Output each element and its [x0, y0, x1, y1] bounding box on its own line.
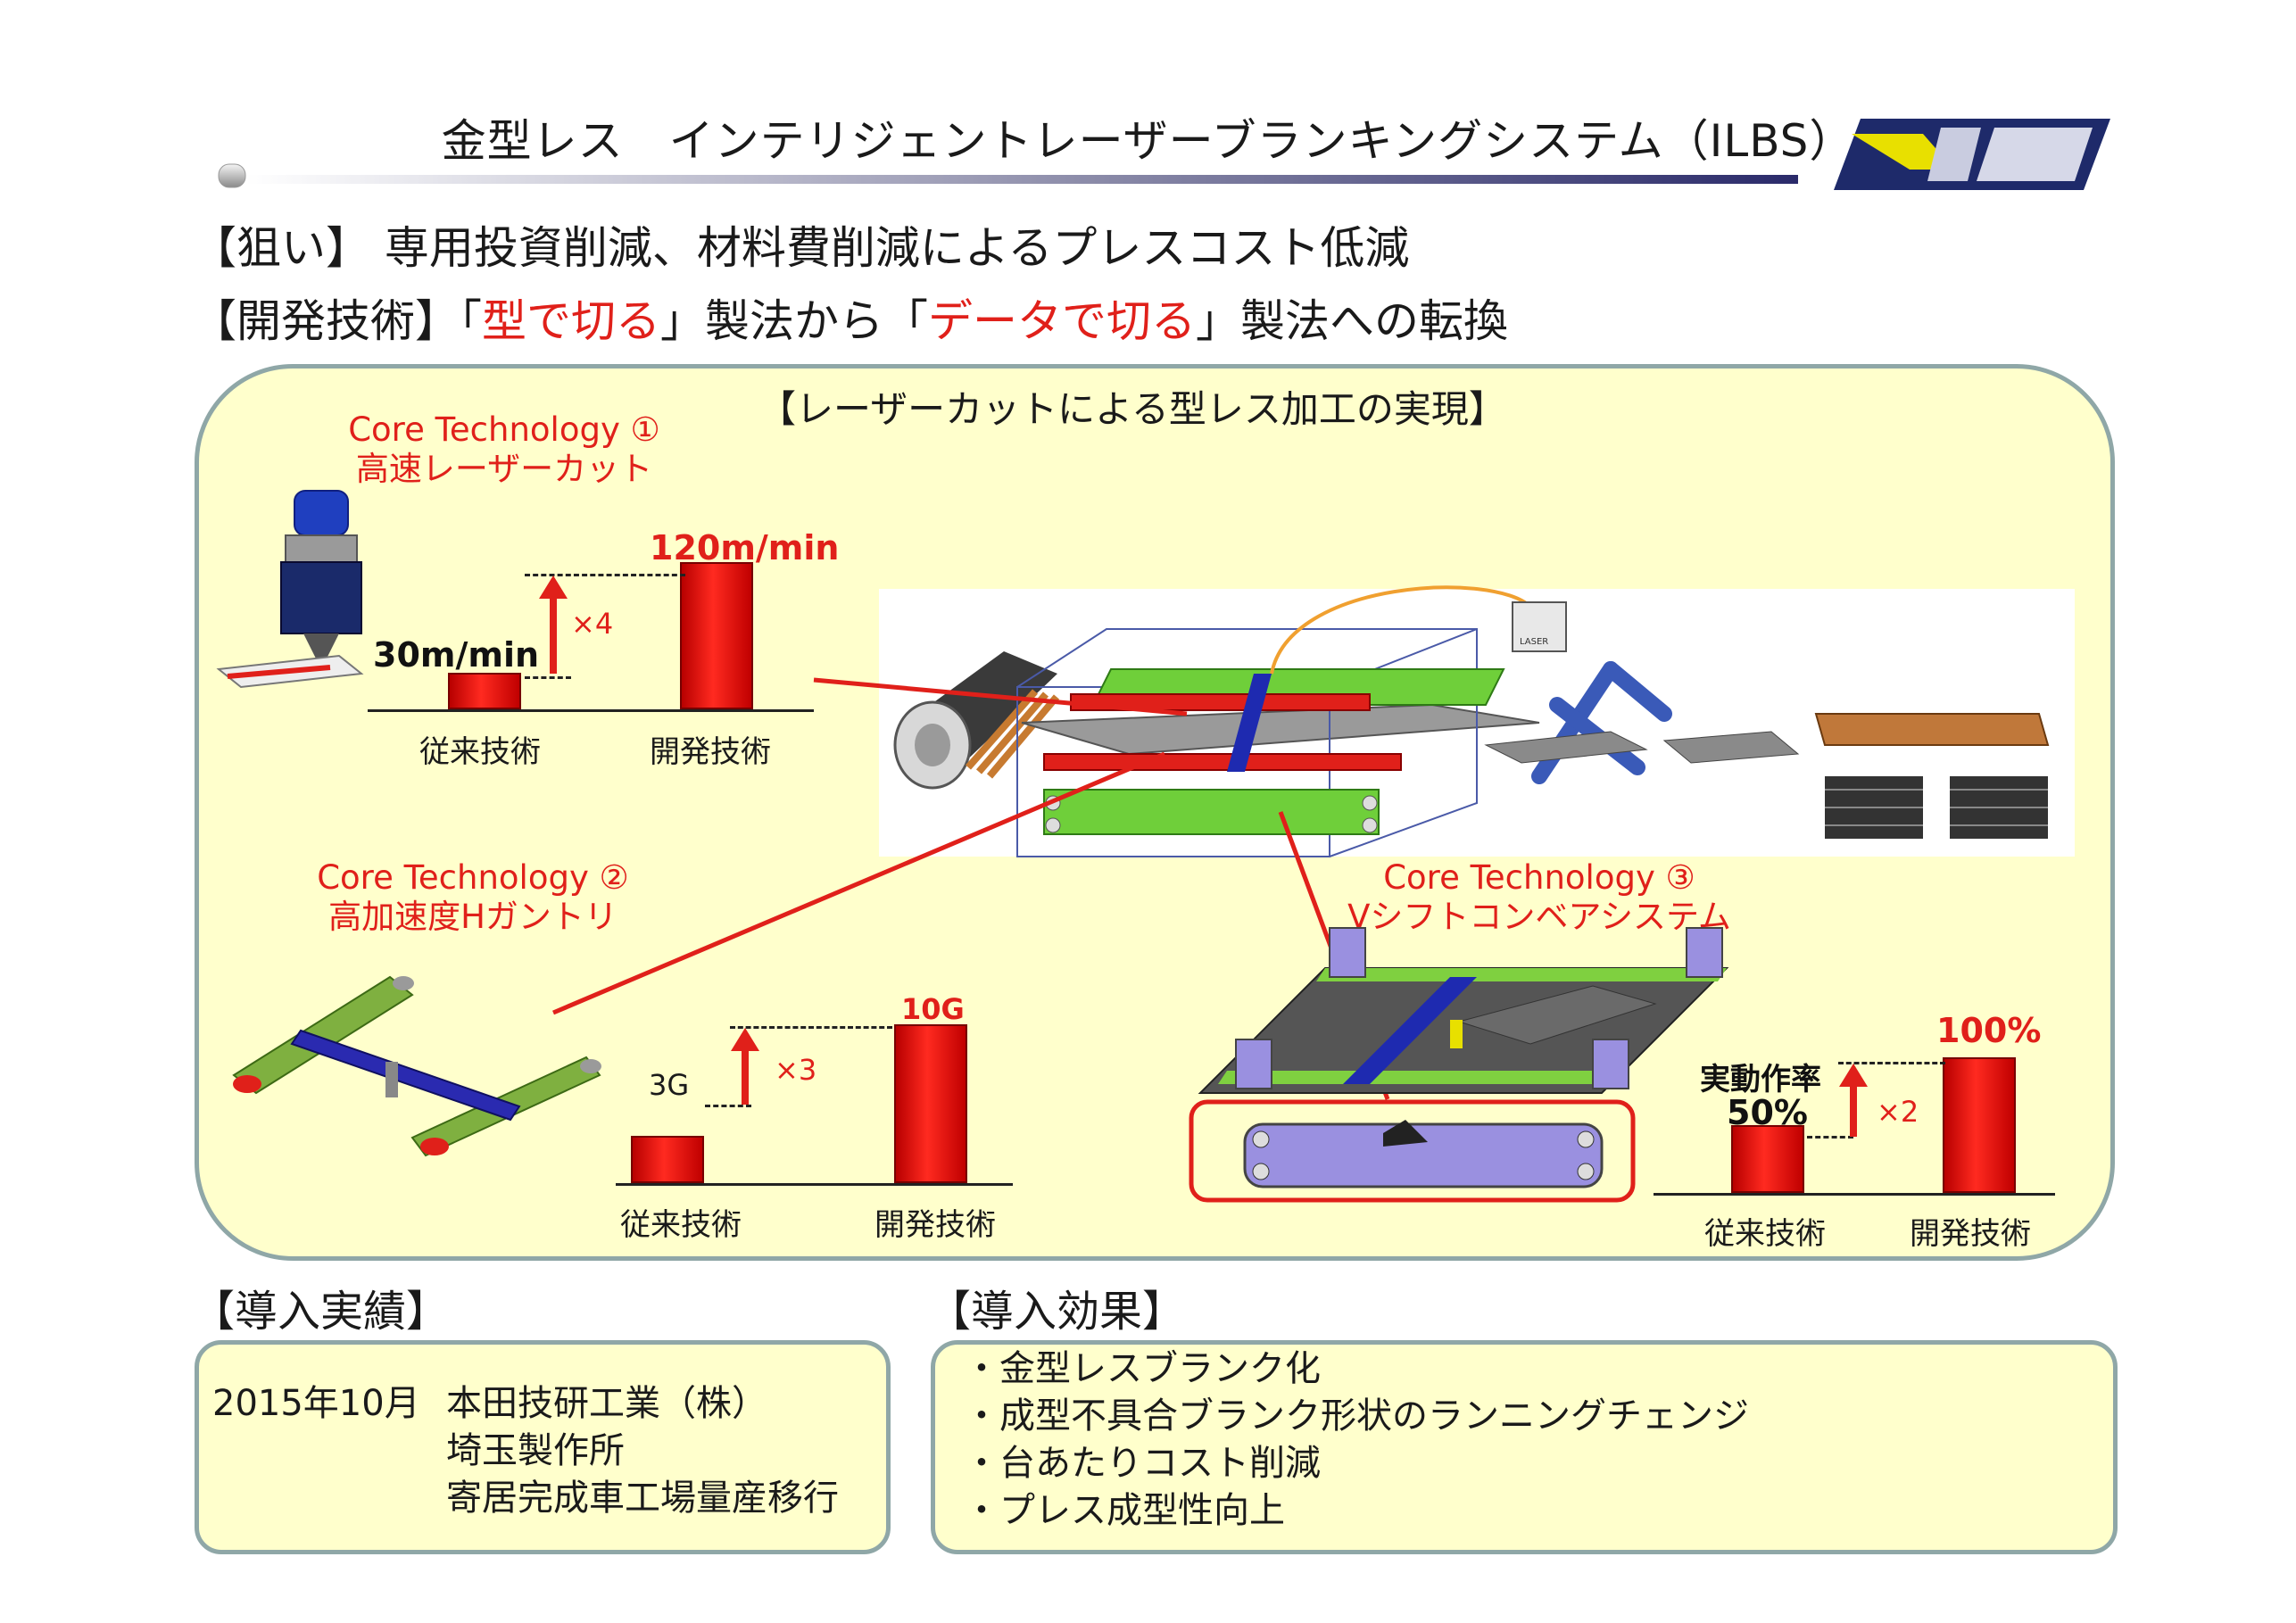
chart3-category-conventional: 従来技術: [1704, 1216, 1826, 1252]
chart3-label-developed: 100%: [1936, 1011, 2042, 1050]
chart3-up-arrow: [1839, 1064, 1868, 1137]
dev-tech-prefix: 【開発技術】「: [192, 295, 482, 347]
effects-list: ・金型レスブランク化 ・成型不具合ブランク形状のランニングチェンジ ・台あたりコ…: [964, 1346, 1749, 1535]
results-line-3: 寄居完成車工場量産移行: [446, 1478, 839, 1519]
chart1-label-developed: 120m/min: [650, 528, 840, 567]
chart1-bar-developed: [680, 562, 753, 709]
results-line-2: 埼玉製作所: [446, 1430, 625, 1471]
chart2-baseline: [616, 1183, 1013, 1186]
chart2-label-developed: 10G: [901, 992, 965, 1026]
chart3-dashed-bottom: [1807, 1136, 1853, 1139]
chart1-ratio: ×4: [571, 607, 614, 641]
dev-tech-old-method: 型で切る: [482, 295, 660, 347]
chart2-up-arrow: [731, 1028, 759, 1105]
aim-statement: 【狙い】 専用投資削減、材料費削減によるプレスコスト低減: [192, 222, 1410, 274]
chart3-ratio: ×2: [1877, 1095, 1919, 1129]
effects-heading: 【導入効果】: [928, 1287, 1186, 1337]
header-rule: [218, 163, 1798, 188]
chart3-bar-conventional: [1731, 1125, 1804, 1193]
chart2-label-conventional: 3G: [649, 1068, 690, 1102]
chart3-label-conventional: 50%: [1727, 1093, 1808, 1132]
dev-tech-new-method: データで切る: [928, 295, 1196, 347]
chart2-category-developed: 開発技術: [874, 1207, 996, 1243]
core-tech-3-subtitle: Vシフトコンベアシステム: [1347, 898, 1731, 936]
results-panel: [195, 1340, 891, 1554]
ilbs-logo: [1834, 119, 2110, 190]
core-tech-3-title: Core Technology ③ Vシフトコンベアシステム: [1343, 858, 1736, 937]
page-title: 金型レス インテリジェントレーザーブランキングシステム（ILBS）: [441, 115, 1855, 167]
core-tech-1-title: Core Technology ① 高速レーザーカット: [317, 410, 692, 489]
results-date: 2015年10月: [212, 1383, 420, 1424]
dev-tech-statement: 【開発技術】「型で切る」製法から「データで切る」製法への転換: [192, 286, 1508, 350]
core-tech-1-subtitle: 高速レーザーカット: [355, 450, 653, 488]
effects-item: ・台あたりコスト削減: [964, 1443, 1321, 1484]
chart3-metric-label: 実動作率: [1700, 1062, 1821, 1097]
chart1-dashed-bottom: [525, 676, 571, 679]
results-line-1: 本田技研工業（株）: [446, 1383, 767, 1424]
chart2-dashed-bottom: [705, 1105, 751, 1107]
chart1-label-conventional: 30m/min: [373, 635, 540, 675]
dev-tech-suffix: 」製法への転換: [1196, 295, 1508, 347]
chart3-bar-developed: [1943, 1057, 2016, 1193]
main-panel-heading: 【レーザーカットによる型レス加工の実現】: [758, 387, 1506, 431]
core-tech-2-subtitle: 高加速度Hガントリ: [328, 898, 618, 936]
core-tech-2-label: Core Technology ②: [317, 858, 629, 897]
machine-line-illustration: LASER: [879, 585, 2075, 857]
effects-item: ・プレス成型性向上: [964, 1490, 1285, 1531]
chart1-up-arrow: [539, 576, 568, 674]
core-tech-2-title: Core Technology ② 高加速度Hガントリ: [294, 858, 651, 937]
laser-box-label: LASER: [1520, 637, 1548, 647]
dev-tech-mid: 」製法から「: [660, 295, 928, 347]
chart1-baseline: [368, 709, 814, 712]
chart2-bar-conventional: [631, 1136, 704, 1183]
h-gantry-illustration: [232, 975, 601, 1157]
core-tech-3-label: Core Technology ③: [1383, 858, 1695, 897]
chart2-ratio: ×3: [775, 1053, 817, 1087]
chart3-category-developed: 開発技術: [1910, 1216, 2031, 1252]
core-tech-1-label: Core Technology ①: [348, 410, 660, 449]
chart1-category-conventional: 従来技術: [419, 734, 541, 770]
chart3-baseline: [1654, 1193, 2055, 1196]
effects-item: ・成型不具合ブランク形状のランニングチェンジ: [964, 1395, 1749, 1437]
chart2-bar-developed: [894, 1024, 967, 1183]
laser-head-illustration: [216, 490, 364, 689]
chart1-bar-conventional: [448, 673, 521, 709]
results-heading: 【導入実績】: [192, 1287, 450, 1337]
chart1-dashed-top: [525, 574, 685, 576]
chart3-dashed-top: [1838, 1062, 1945, 1064]
v-shift-conveyor-illustration: [1189, 927, 1729, 1203]
effects-panel: [931, 1340, 2118, 1554]
chart1-category-developed: 開発技術: [650, 734, 771, 770]
chart2-dashed-top: [730, 1026, 892, 1029]
chart2-category-conventional: 従来技術: [620, 1207, 742, 1243]
effects-item: ・金型レスブランク化: [964, 1348, 1321, 1389]
